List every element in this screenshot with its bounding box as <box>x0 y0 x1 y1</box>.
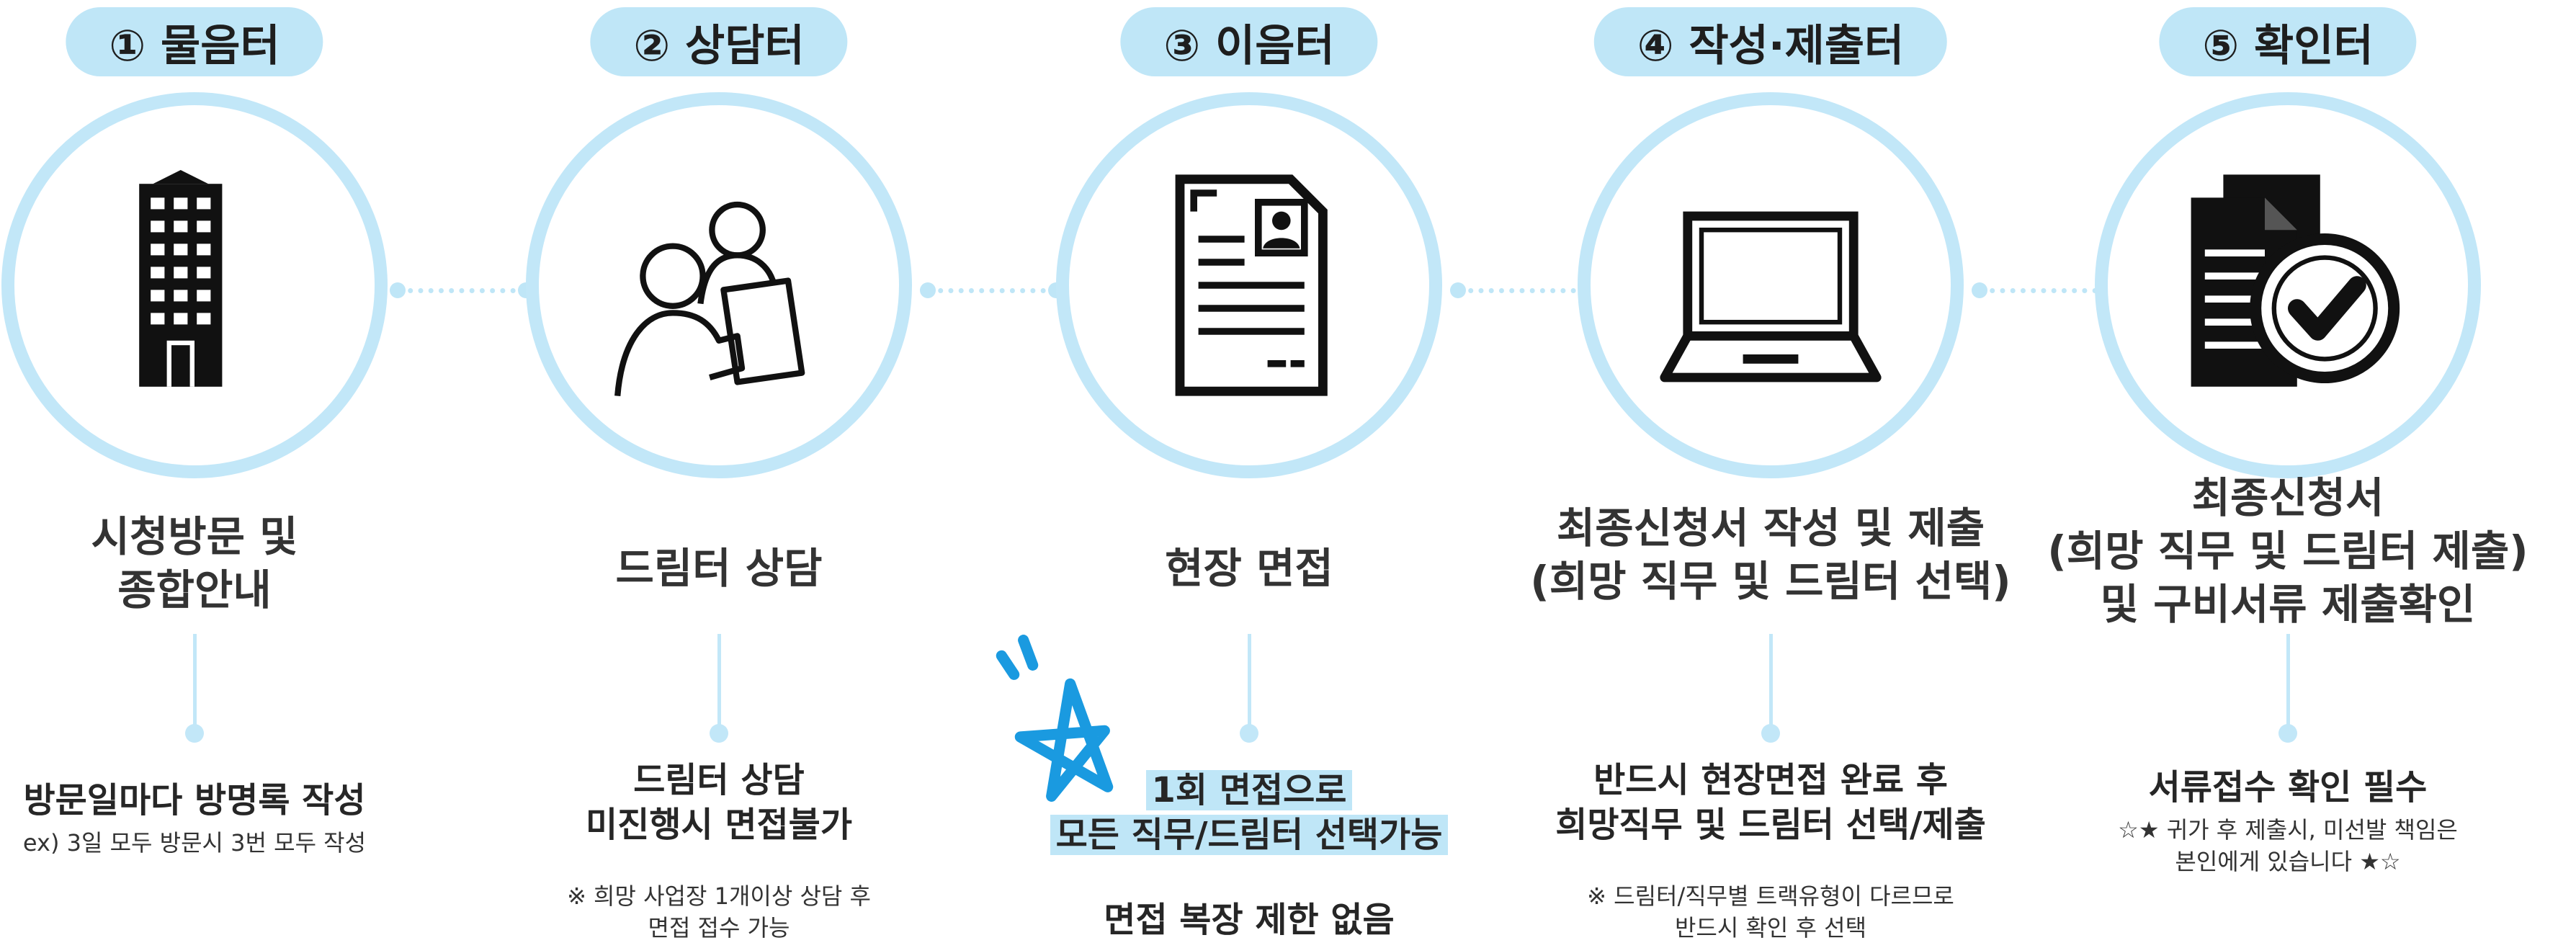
step-5: ⑤ 확인터 최종신청서 (희망 직무 및 드림터 제출) <box>2021 0 2554 948</box>
step-line <box>193 634 197 728</box>
step-desc: 서류접수 확인 필수 <box>2148 767 2428 808</box>
step-1: ① 물음터 시청방문 및 종합안내 <box>0 0 461 948</box>
step-dot <box>1240 724 1258 743</box>
step-dot <box>185 724 204 743</box>
step-desc: 반드시 현장면접 완료 후 희망직무 및 드림터 선택/제출 <box>1555 760 1986 845</box>
step-pill: ⑤ 확인터 <box>2159 7 2417 76</box>
step-circle <box>1056 92 1442 478</box>
step-line <box>1248 634 1251 728</box>
step-circle <box>1578 92 1964 478</box>
office-building-icon <box>139 170 223 387</box>
step-desc: 방문일마다 방명록 작성 <box>23 780 366 820</box>
step-desc: 드림터 상담 미진행시 면접불가 <box>586 760 852 845</box>
step-circle <box>526 92 912 478</box>
step-desc: 1회 면접으로 모든 직무/드림터 선택가능 <box>954 768 1544 857</box>
step-note: ☆★ 귀가 후 제출시, 미선발 책임은 본인에게 있습니다 ★☆ <box>2118 816 2458 875</box>
step-dot <box>710 724 728 743</box>
document-check-icon <box>2191 174 2400 387</box>
step-4: ④ 작성·제출터 최종신청서 작성 및 제출 (희망 직무 및 드림터 선택) … <box>1504 0 2037 948</box>
step-dot <box>2278 724 2297 743</box>
step-line <box>2286 634 2290 728</box>
laptop-icon <box>1660 211 1882 383</box>
step-title: 드림터 상담 <box>615 544 823 593</box>
resume-document-icon <box>1175 174 1328 396</box>
step-note: ※ 드림터/직무별 트랙유형이 다르므로 반드시 확인 후 선택 <box>1587 882 1954 942</box>
consultation-people-icon <box>614 201 805 396</box>
step-3: ③ 이음터 현장 면접 <box>983 0 1516 948</box>
step-2: ② 상담터 드림터 상담 드림터 상담 미진행시 면접불가 ※ 희망 사업장 1… <box>452 0 985 948</box>
step-title: 시청방문 및 종합안내 <box>91 512 298 614</box>
step-pill: ④ 작성·제출터 <box>1593 7 1948 76</box>
step-note: ex) 3일 모두 방문시 3번 모두 작성 <box>22 829 367 857</box>
step-circle <box>1 92 388 478</box>
step-dot <box>1761 724 1780 743</box>
star-doodle-icon <box>996 635 1114 802</box>
step-title: 최종신청서 (희망 직무 및 드림터 제출) 및 구비서류 제출확인 <box>2047 473 2528 629</box>
step-title: 현장 면접 <box>1165 544 1333 593</box>
step-circle <box>2095 92 2481 478</box>
step-pill: ③ 이음터 <box>1120 7 1378 76</box>
step-note: ※ 희망 사업장 1개이상 상담 후 면접 접수 가능 <box>567 882 871 942</box>
step-pill: ① 물음터 <box>66 7 323 76</box>
step-pill: ② 상담터 <box>590 7 848 76</box>
step-line <box>717 634 721 728</box>
step-extra: 면접 복장 제한 없음 <box>1104 900 1395 940</box>
step-line <box>1769 634 1773 728</box>
step-title: 최종신청서 작성 및 제출 (희망 직무 및 드림터 선택) <box>1530 504 2011 606</box>
